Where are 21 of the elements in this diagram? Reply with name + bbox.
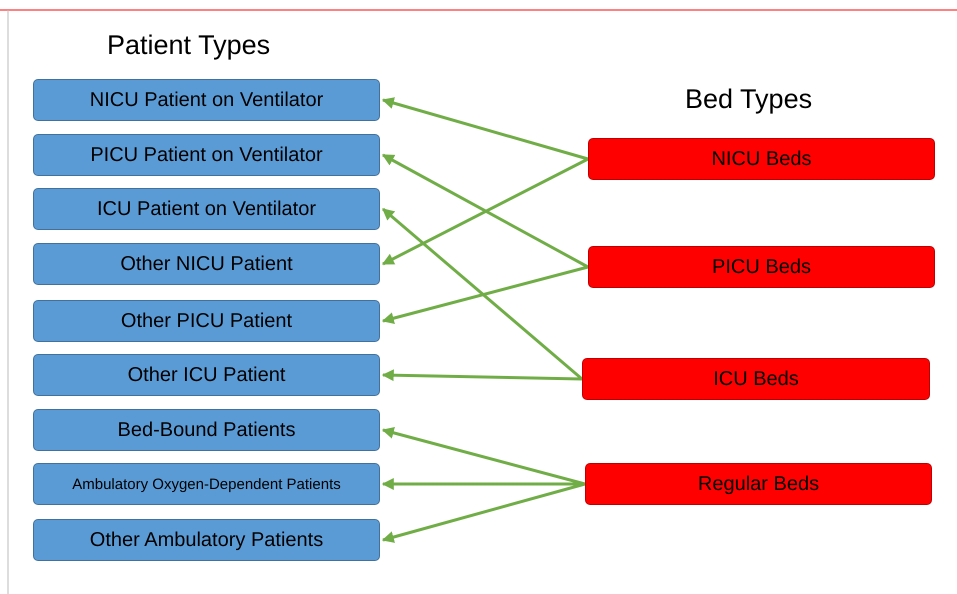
- patient-type-box: ICU Patient on Ventilator: [33, 188, 380, 230]
- patient-type-box: Bed-Bound Patients: [33, 409, 380, 451]
- arrow: [382, 208, 583, 380]
- patient-type-box: Other Ambulatory Patients: [33, 519, 380, 561]
- patient-type-box: Other NICU Patient: [33, 243, 380, 285]
- arrow: [382, 369, 582, 382]
- bed-type-box: ICU Beds: [582, 358, 930, 400]
- bed-type-box: PICU Beds: [588, 246, 935, 288]
- column-heading: Bed Types: [685, 84, 812, 115]
- column-heading: Patient Types: [107, 30, 270, 61]
- arrow: [382, 97, 588, 160]
- patient-type-box: Other PICU Patient: [33, 300, 380, 342]
- patient-type-box: PICU Patient on Ventilator: [33, 134, 380, 176]
- patient-type-box: NICU Patient on Ventilator: [33, 79, 380, 121]
- arrow: [382, 427, 586, 486]
- bed-type-box: Regular Beds: [585, 463, 932, 505]
- patient-type-box: Other ICU Patient: [33, 354, 380, 396]
- arrow: [382, 266, 588, 324]
- bed-type-box: NICU Beds: [588, 138, 935, 180]
- arrow: [382, 482, 586, 543]
- patient-type-box: Ambulatory Oxygen-Dependent Patients: [33, 463, 380, 505]
